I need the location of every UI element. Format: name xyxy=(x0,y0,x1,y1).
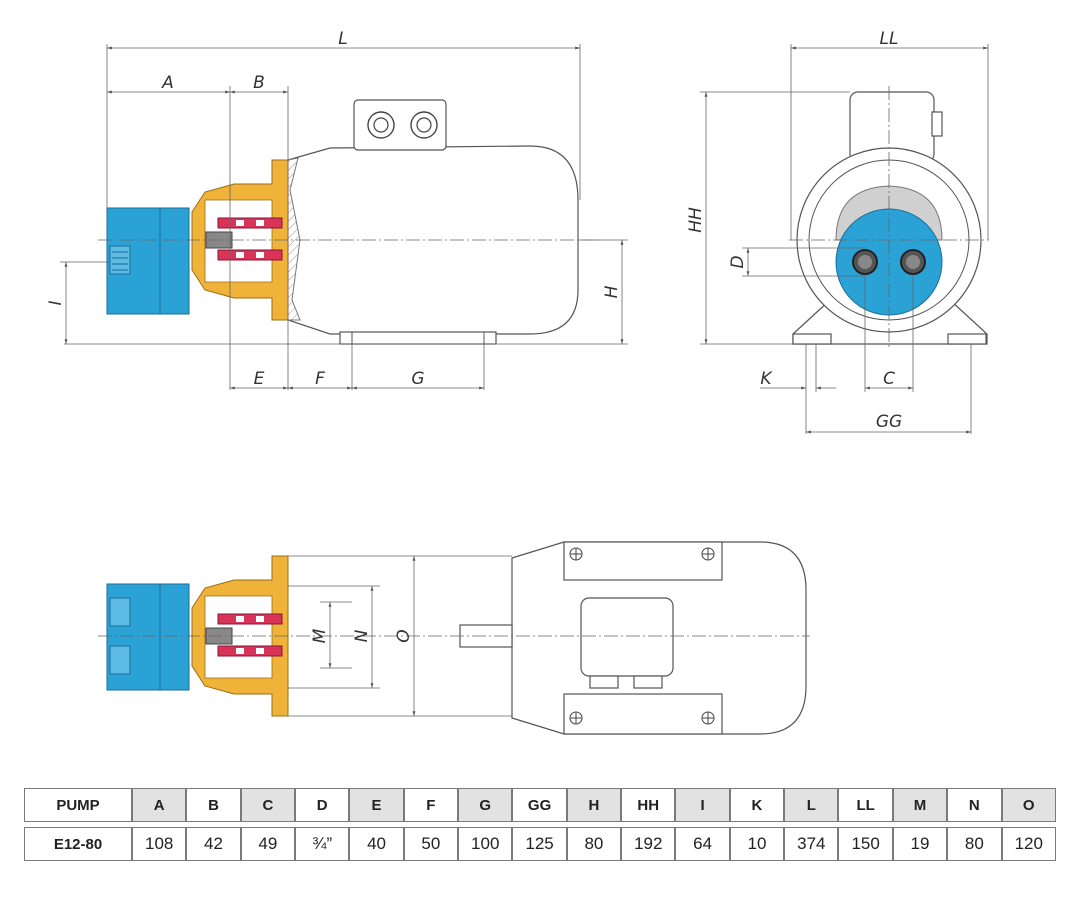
dim-label-B: B xyxy=(253,73,265,93)
dim-label-GG: GG xyxy=(876,412,902,432)
dim-label-A: A xyxy=(161,73,174,93)
table-header-cell: L xyxy=(784,788,839,822)
seal-section xyxy=(217,217,283,229)
terminal-box xyxy=(580,597,674,677)
top-view: M N O xyxy=(98,541,810,735)
table-cell: 125 xyxy=(512,827,567,861)
dim-label-M: M xyxy=(310,628,330,643)
table-cell-pump-model: E12-80 xyxy=(24,827,132,861)
thread-port xyxy=(109,597,131,627)
dim-label-G: G xyxy=(411,369,424,389)
pump-body xyxy=(106,207,190,315)
dim-label-K: K xyxy=(760,369,773,389)
table-header-cell: LL xyxy=(838,788,893,822)
table-header-cell: H xyxy=(566,788,622,822)
dim-label-HH: HH xyxy=(686,207,706,233)
dim-label-LL: LL xyxy=(880,29,899,49)
table-header-cell: GG xyxy=(512,788,567,822)
table-cell: 120 xyxy=(1001,827,1056,861)
table-header-cell: D xyxy=(295,788,350,822)
dim-label-F: F xyxy=(315,369,325,389)
dim-label-O: O xyxy=(394,629,414,642)
table-cell: 108 xyxy=(132,827,187,861)
thread-port xyxy=(109,645,131,675)
motor-flange-section xyxy=(287,157,301,321)
table-cell: 49 xyxy=(240,827,296,861)
dim-label-H: H xyxy=(602,285,622,298)
motor-foot xyxy=(339,331,497,345)
cable-gland-icon xyxy=(367,111,395,139)
table-header-cell: A xyxy=(132,788,187,822)
table-cell: 64 xyxy=(675,827,730,861)
dim-label-C: C xyxy=(883,369,895,389)
cable-gland-icon xyxy=(410,111,438,139)
table-header-cell: HH xyxy=(621,788,676,822)
dim-label-E: E xyxy=(254,369,265,389)
dim-label-I: I xyxy=(46,300,66,305)
table-cell: 80 xyxy=(566,827,622,861)
table-cell: 42 xyxy=(186,827,241,861)
table-header-cell: F xyxy=(403,788,459,822)
technical-drawing: L A B E F G H I xyxy=(46,29,989,735)
front-view: LL HH D K C GG xyxy=(686,29,989,434)
table-cell: 19 xyxy=(892,827,948,861)
table-header-cell: E xyxy=(349,788,404,822)
dim-label-L: L xyxy=(338,29,347,49)
table-header-cell: K xyxy=(729,788,785,822)
table-cell: 40 xyxy=(349,827,404,861)
table-header-pump: PUMP xyxy=(24,788,132,822)
side-view: L A B E F G H I xyxy=(46,29,628,390)
table-cell: 374 xyxy=(784,827,839,861)
seal-section xyxy=(217,613,283,625)
table-cell: ¾” xyxy=(295,827,350,861)
table-cell: 10 xyxy=(729,827,785,861)
dim-label-D: D xyxy=(728,255,748,268)
table-header-cell: M xyxy=(892,788,948,822)
table-header-cell: B xyxy=(186,788,241,822)
table-cell: 150 xyxy=(838,827,893,861)
table-cell: 80 xyxy=(947,827,1002,861)
table-cell: 192 xyxy=(621,827,676,861)
table-cell: 50 xyxy=(403,827,459,861)
table-cell: 100 xyxy=(458,827,513,861)
table-header-cell: C xyxy=(240,788,296,822)
table-header-cell: I xyxy=(675,788,730,822)
thread-port xyxy=(109,245,131,275)
table-header-cell: N xyxy=(947,788,1002,822)
dim-label-N: N xyxy=(352,629,372,642)
table-header-cell: G xyxy=(458,788,513,822)
table-header-cell: O xyxy=(1001,788,1056,822)
